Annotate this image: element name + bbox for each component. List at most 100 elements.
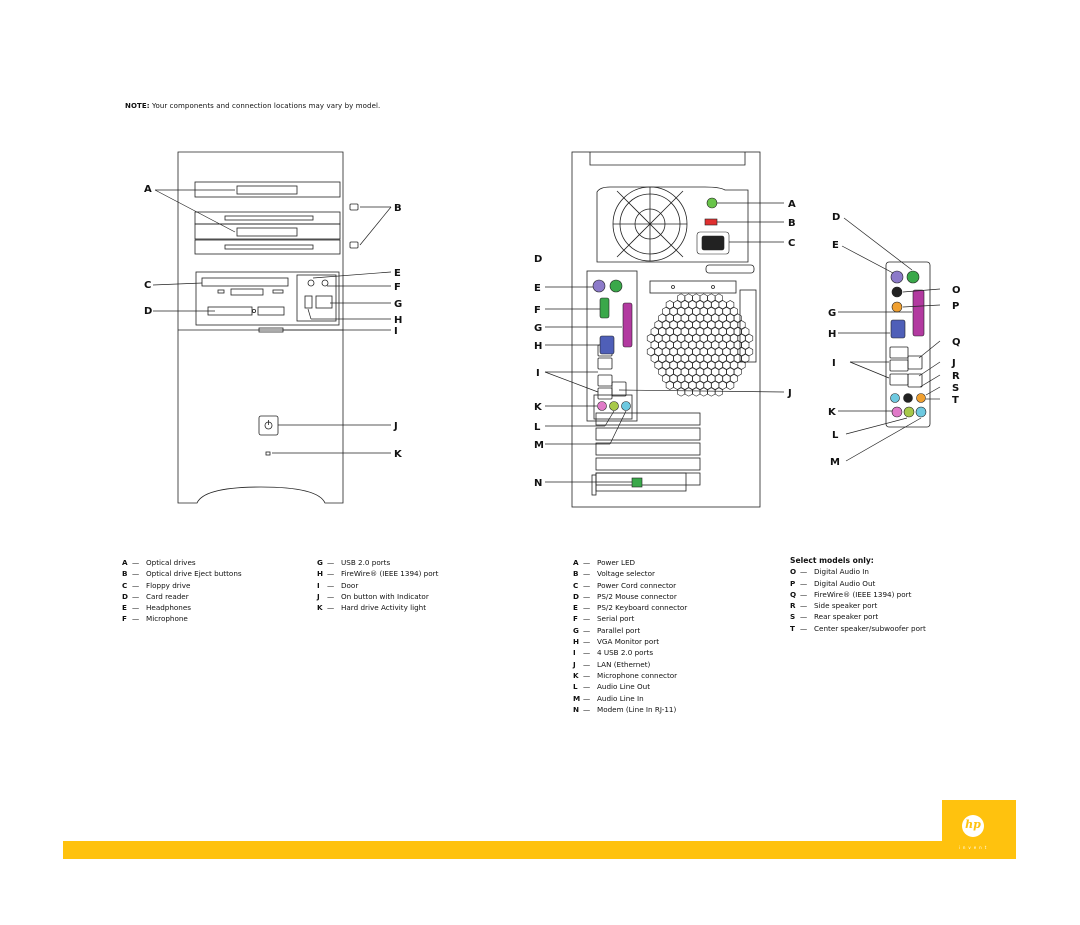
vent-hole	[726, 353, 735, 363]
legend-dash: —	[583, 625, 591, 635]
front-callout-k: K	[394, 449, 403, 460]
footer-bar	[63, 841, 1016, 859]
rear-callout-g: G	[534, 323, 542, 334]
legend-row: J—LAN (Ethernet)	[573, 659, 687, 670]
vent-hole	[699, 387, 708, 397]
rear-tower	[571, 151, 761, 508]
hp-logo-circle	[962, 815, 984, 837]
vent-hole	[673, 353, 682, 363]
legend-text: Rear speaker port	[814, 612, 879, 622]
front-callout-g: G	[394, 299, 402, 310]
rear-callout-d: D	[534, 254, 542, 265]
legend-dash: —	[583, 670, 591, 680]
legend-key: D	[573, 591, 579, 601]
legend-key: H	[317, 569, 324, 579]
legend-dash: —	[800, 578, 808, 588]
legend-dash: —	[583, 693, 591, 703]
rear-callout-i: I	[536, 368, 540, 379]
legend-row: Q—FireWire® (IEEE 1394) port	[790, 589, 926, 600]
legend-text: Parallel port	[597, 625, 641, 635]
vent-hole	[696, 313, 704, 323]
front-callout-e: E	[394, 268, 401, 279]
vent-hole	[722, 320, 731, 330]
legend-key: O	[790, 567, 797, 577]
legend-key: M	[573, 693, 581, 703]
legend-row: H—VGA Monitor port	[573, 636, 687, 647]
legend-text: Card reader	[146, 591, 189, 601]
panel-callout-t: T	[952, 395, 959, 406]
legend-text: Center speaker/subwoofer port	[814, 623, 926, 633]
voltage-selector	[704, 218, 718, 226]
vent-hole	[722, 306, 731, 316]
front-callout-d: D	[144, 306, 152, 317]
vent-hole	[718, 353, 727, 363]
legend-dash: —	[132, 591, 140, 601]
legend-dash: —	[800, 612, 808, 622]
legend-row: C—Floppy drive	[122, 580, 242, 591]
panel-callout-l: L	[832, 430, 839, 441]
legend-dash: —	[583, 659, 591, 669]
legend-row: N—Modem (Line In RJ-11)	[573, 704, 687, 715]
port-panel	[885, 261, 931, 428]
vent-hole	[688, 327, 697, 337]
front-callout-i: I	[394, 326, 398, 337]
legend-key: Q	[790, 589, 797, 599]
legend-dash: —	[132, 569, 140, 579]
vent-hole	[696, 353, 704, 363]
legend-text: On button with Indicator	[341, 591, 429, 601]
legend-dash: —	[800, 623, 808, 633]
legend-key: C	[122, 580, 128, 590]
panel-callout-p: P	[952, 301, 959, 312]
line-out-jack	[609, 401, 619, 411]
rear-callout-j: J	[787, 388, 792, 399]
vent-hole	[737, 360, 746, 370]
vent-hole	[730, 320, 739, 330]
panel-callout-q: Q	[952, 337, 961, 348]
legend-dash: —	[327, 558, 335, 567]
legend-key: C	[573, 580, 579, 590]
vent-hole	[688, 367, 697, 377]
legend-row: G—Parallel port	[573, 625, 687, 636]
legend-key: B	[122, 569, 128, 579]
legend-text: Optical drive Eject buttons	[146, 569, 242, 579]
legend-text: 4 USB 2.0 ports	[597, 648, 654, 658]
vent-grille	[646, 293, 754, 397]
parallel-port	[622, 302, 633, 348]
rear-callout-f: F	[534, 305, 541, 316]
vent-hole	[722, 360, 731, 370]
vent-hole	[722, 333, 731, 343]
legend-row: D—PS/2 Mouse connector	[573, 591, 687, 602]
note: NOTE: Your components and connection loc…	[125, 102, 380, 110]
panel-parallel-port	[912, 289, 925, 337]
panel-callout-s: S	[952, 383, 959, 394]
vent-hole	[733, 313, 742, 323]
vent-hole	[692, 387, 701, 397]
hp-tagline: invent	[958, 845, 990, 850]
legend-text: Hard drive Activity light	[341, 603, 427, 613]
legend-key: K	[573, 670, 579, 680]
vent-hole	[745, 333, 754, 343]
legend-text: Microphone connector	[597, 670, 678, 680]
legend-text: Headphones	[146, 603, 192, 613]
legend-key: A	[573, 558, 579, 567]
legend-dash: —	[583, 558, 591, 567]
legend-dash: —	[327, 603, 335, 613]
front-callout-j: J	[393, 421, 398, 432]
vent-hole	[680, 353, 689, 363]
legend-key: L	[573, 682, 578, 692]
ps2-keyboard-port	[609, 279, 623, 293]
legend-row: R—Side speaker port	[790, 600, 926, 611]
mic-jack	[597, 401, 607, 411]
legend-text: Digital Audio In	[814, 567, 869, 577]
legend-row: J—On button with Indicator	[317, 591, 438, 602]
legend-key: D	[122, 591, 128, 601]
panel-callout-e: E	[832, 240, 839, 251]
vent-hole	[688, 313, 697, 323]
legend-key: F	[122, 614, 127, 624]
legend-key: A	[122, 558, 128, 567]
legend-text: USB 2.0 ports	[341, 558, 391, 567]
vent-hole	[661, 360, 670, 370]
